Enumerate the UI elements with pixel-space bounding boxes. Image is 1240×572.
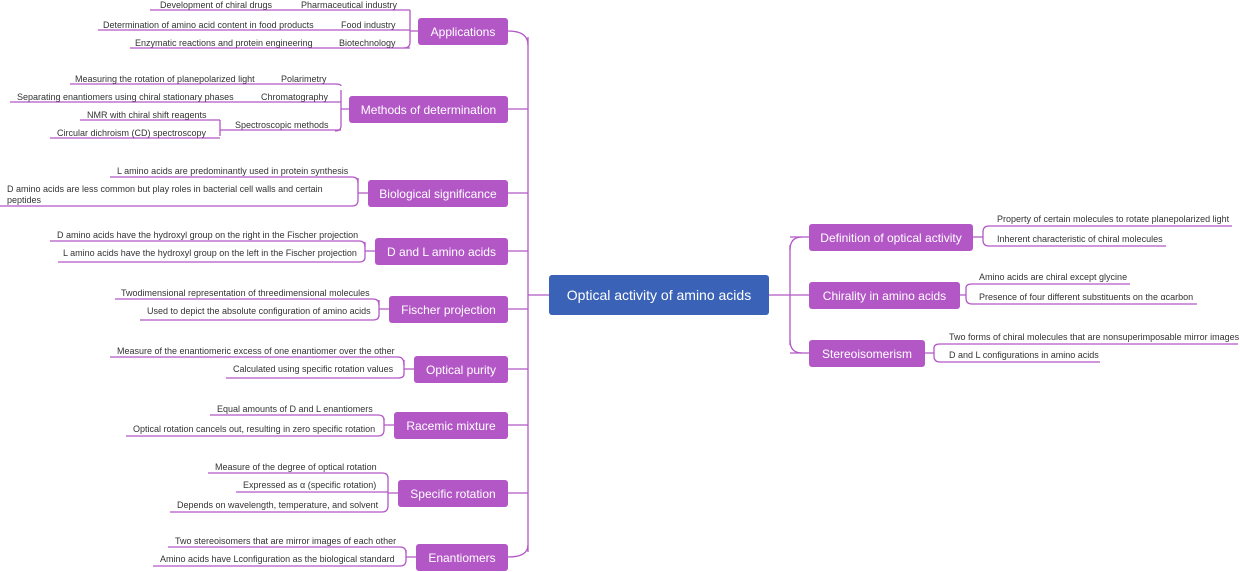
topic-d-and-l-amino-acids[interactable]: D and L amino acids — [375, 238, 508, 265]
detail-l-hydroxyl-left[interactable]: L amino acids have the hydroxyl group on… — [63, 248, 357, 258]
detail-circular-dichroism[interactable]: Circular dichroism (CD) spectroscopy — [57, 128, 207, 138]
topic-racemic-mixture[interactable]: Racemic mixture — [394, 412, 508, 439]
detail-amino-acid-content-food[interactable]: Determination of amino acid content in f… — [103, 20, 314, 30]
topic-definition-of-optical-activity[interactable]: Definition of optical activity — [809, 224, 973, 251]
topic-fischer-projection[interactable]: Fischer projection — [389, 296, 508, 323]
detail-rotation-cancels[interactable]: Optical rotation cancels out, resulting … — [133, 424, 376, 434]
detail-separating-enantiomers[interactable]: Separating enantiomers using chiral stat… — [17, 92, 234, 102]
detail-expressed-as-alpha[interactable]: Expressed as α (specific rotation) — [243, 480, 377, 490]
topic-specific-rotation[interactable]: Specific rotation — [398, 480, 508, 507]
detail-chiral-except-glycine[interactable]: Amino acids are chiral except glycine — [979, 272, 1128, 282]
detail-two-dimensional-representation[interactable]: Twodimensional representation of threedi… — [121, 288, 370, 298]
subtopic-pharmaceutical-industry[interactable]: Pharmaceutical industry — [301, 0, 398, 10]
subtopic-chromatography[interactable]: Chromatography — [261, 92, 329, 102]
detail-measuring-rotation[interactable]: Measuring the rotation of planepolarized… — [75, 74, 255, 84]
topic-enantiomers[interactable]: Enantiomers — [416, 544, 508, 571]
subtopic-spectroscopic-methods[interactable]: Spectroscopic methods — [235, 120, 329, 130]
topic-chirality-in-amino-acids[interactable]: Chirality in amino acids — [809, 282, 960, 309]
detail-enzymatic-reactions[interactable]: Enzymatic reactions and protein engineer… — [135, 38, 313, 48]
detail-nmr-chiral-shift[interactable]: NMR with chiral shift reagents — [87, 110, 207, 120]
detail-nonsuperimposable[interactable]: Two forms of chiral molecules that are n… — [949, 332, 1240, 342]
detail-calculated-specific-rotation[interactable]: Calculated using specific rotation value… — [233, 364, 394, 374]
detail-inherent-chiral[interactable]: Inherent characteristic of chiral molecu… — [997, 234, 1163, 244]
detail-equal-amounts[interactable]: Equal amounts of D and L enantiomers — [217, 404, 373, 414]
detail-rotate-planepolarized[interactable]: Property of certain molecules to rotate … — [997, 214, 1230, 224]
root-topic[interactable]: Optical activity of amino acids — [549, 275, 769, 315]
detail-d-hydroxyl-right[interactable]: D amino acids have the hydroxyl group on… — [57, 230, 359, 240]
detail-absolute-configuration[interactable]: Used to depict the absolute configuratio… — [147, 306, 371, 316]
subtopic-food-industry[interactable]: Food industry — [341, 20, 396, 30]
detail-degree-of-rotation[interactable]: Measure of the degree of optical rotatio… — [215, 462, 377, 472]
topic-optical-purity[interactable]: Optical purity — [414, 356, 508, 383]
detail-depends-on-wavelength[interactable]: Depends on wavelength, temperature, and … — [177, 500, 379, 510]
detail-enantiomeric-excess[interactable]: Measure of the enantiomeric excess of on… — [117, 346, 395, 356]
topic-stereoisomerism[interactable]: Stereoisomerism — [809, 340, 925, 367]
detail-l-configuration-standard[interactable]: Amino acids have Lconfiguration as the b… — [160, 554, 395, 564]
detail-l-amino-acids-protein[interactable]: L amino acids are predominantly used in … — [117, 166, 349, 176]
topic-biological-significance[interactable]: Biological significance — [368, 180, 508, 207]
detail-mirror-images[interactable]: Two stereoisomers that are mirror images… — [175, 536, 397, 546]
detail-development-of-chiral-drugs[interactable]: Development of chiral drugs — [160, 0, 273, 10]
detail-d-amino-acids-bacterial[interactable]: D amino acids are less common but play r… — [7, 184, 323, 205]
topic-methods-of-determination[interactable]: Methods of determination — [349, 96, 508, 123]
subtopic-polarimetry[interactable]: Polarimetry — [281, 74, 327, 84]
topic-applications[interactable]: Applications — [418, 18, 508, 45]
detail-four-substituents[interactable]: Presence of four different substituents … — [979, 292, 1194, 302]
subtopic-biotechnology[interactable]: Biotechnology — [339, 38, 396, 48]
detail-d-and-l-configurations[interactable]: D and L configurations in amino acids — [949, 350, 1099, 360]
